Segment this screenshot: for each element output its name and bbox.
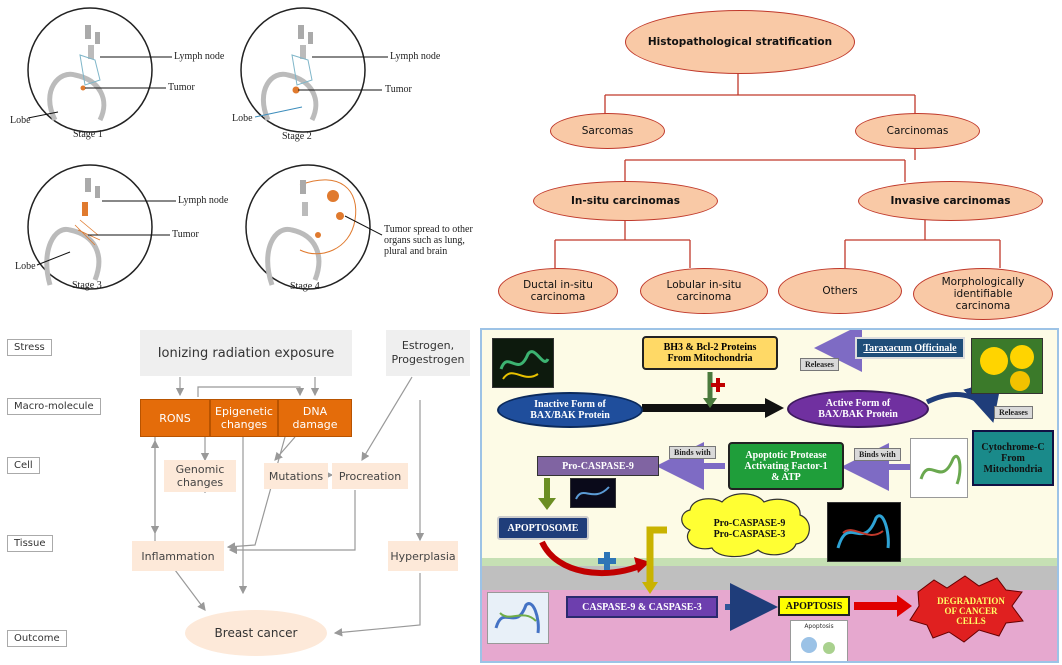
breast-cancer-oval: Breast cancer [185,610,327,656]
histo-sarcomas: Sarcomas [550,113,665,149]
rons-box: RONS [140,399,210,437]
stage1-lobe-label: Lobe [10,115,31,126]
stages-panel: Lymph node Tumor Lobe Stage 1 Lymph node… [0,0,480,305]
level-outcome: Outcome [7,630,67,647]
level-cell: Cell [7,457,40,474]
histo-others: Others [778,268,902,314]
caspase-structure-image [827,502,901,562]
binds-tag-2: Binds with [854,448,901,461]
mutations-box: Mutations [264,463,328,489]
apoptosome-box: APOPTOSOME [497,516,589,540]
stage4-breast-drawing [245,164,383,290]
histo-insitu: In-situ carcinomas [533,181,718,221]
stage1-tumor-label: Tumor [168,82,195,93]
stage2-title: Stage 2 [282,131,312,142]
stage2-lobe-label: Lobe [232,113,253,124]
stage3-lobe-label: Lobe [15,261,36,272]
histo-connectors [554,72,1001,268]
apoptosis-small-label: Apoptosis [804,623,834,630]
caspase-complex-image [487,592,549,644]
releases-tag-1: Releases [800,358,839,371]
level-stress: Stress [7,339,52,356]
procaspase9-box: Pro-CASPASE-9 [537,456,659,476]
procaspase-structure-image [570,478,616,508]
binds-tag-1: Binds with [669,446,716,459]
taraxacum-box: Taraxacum Officinale [855,337,965,359]
stage4-title: Stage 4 [290,281,320,292]
protein-structure-image [492,338,554,388]
ionizing-box: Ionizing radiation exposure [140,330,352,376]
apoptosis-box: APOPTOSIS [778,596,850,616]
apoptosis-cell-image: Apoptosis [790,620,848,661]
bc-pathway: Stress Macro-molecule Cell Tissue Outcom… [0,325,480,665]
stages-illustration [27,7,388,290]
procreation-box: Procreation [332,463,408,489]
releases-tag-2: Releases [994,406,1033,419]
apop-arrows [538,330,1024,643]
level-tissue: Tissue [7,535,53,552]
stage2-lymph-label: Lymph node [390,51,441,62]
stage3-lymph-label: Lymph node [178,195,229,206]
histo-tree: Histopathological stratification Sarcoma… [480,0,1062,325]
stage3-tumor-label: Tumor [172,229,199,240]
stage1-title: Stage 1 [73,129,103,140]
stage3-title: Stage 3 [72,280,102,291]
band-green [482,558,1057,566]
histo-root: Histopathological stratification [625,10,855,74]
dandelion-image [971,338,1043,394]
caspase-box: CASPASE-9 & CASPASE-3 [566,596,718,618]
histo-invasive: Invasive carcinomas [858,181,1043,221]
histo-carcinomas: Carcinomas [855,113,980,149]
stage2-breast-drawing [240,7,388,133]
inflammation-box: Inflammation [132,541,224,571]
stage3-breast-drawing [27,164,176,290]
cytochrome-structure-image [910,438,968,498]
stage1-lymph-label: Lymph node [174,51,225,62]
level-macromolecule: Macro-molecule [7,398,101,415]
stage2-tumor-label: Tumor [385,84,412,95]
stage1-breast-drawing [27,7,172,133]
estrogen-box: Estrogen,Progestrogen [386,330,470,376]
hyperplasia-box: Hyperplasia [388,541,458,571]
